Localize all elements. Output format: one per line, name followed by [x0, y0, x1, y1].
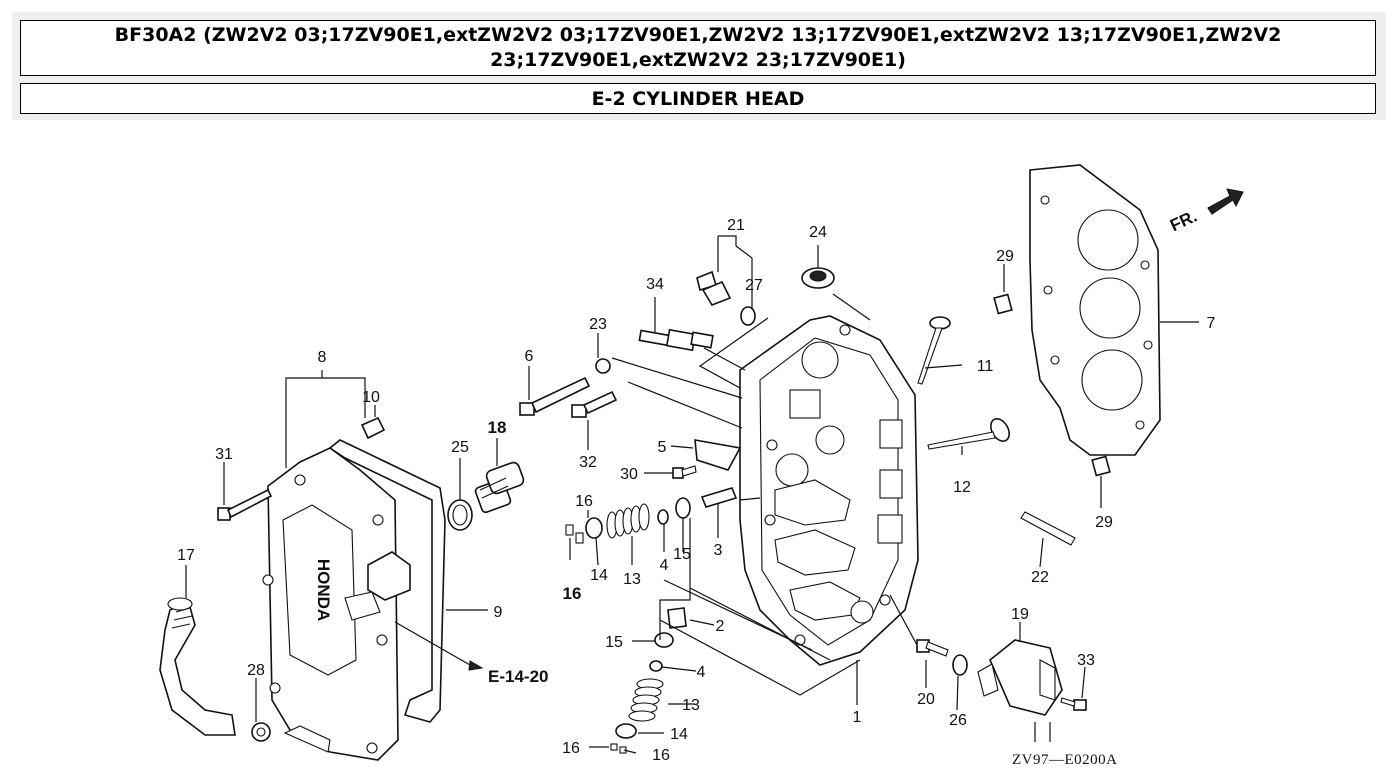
- callout-21: 21: [727, 217, 745, 234]
- housing-gasket: [952, 654, 968, 676]
- exhaust-valve: [927, 418, 1010, 450]
- callout-25: 25: [451, 439, 469, 456]
- callout-20: 20: [917, 691, 935, 708]
- cylinder-head-cover: HONDA: [262, 447, 411, 761]
- callout-10: 10: [362, 389, 380, 406]
- callout-15a: 15: [673, 546, 691, 563]
- tube-clamp: [251, 722, 271, 742]
- front-marker-label: FR.: [1167, 206, 1200, 235]
- cover-plate-bolt: [672, 465, 697, 479]
- sensor-washer: [740, 306, 756, 326]
- callout-14a: 14: [590, 567, 608, 584]
- stem-seal-lower: [654, 632, 674, 648]
- model-title-box: BF30A2 (ZW2V2 03;17ZV90E1,extZW2V2 03;17…: [20, 20, 1376, 76]
- spring-retainer-upper: [585, 517, 603, 539]
- callout-16d: 16: [652, 747, 670, 764]
- cover-bolt: [217, 488, 273, 521]
- valve-spring-upper: [606, 503, 650, 539]
- cylinder-head: [739, 315, 919, 666]
- stem-seal-upper: [675, 497, 691, 519]
- callout-16b: 16: [563, 584, 582, 603]
- callout-16a: 16: [575, 493, 593, 510]
- callout-15b: 15: [605, 634, 623, 651]
- breather-tube: [159, 597, 236, 736]
- reference-label[interactable]: E-14-20: [488, 667, 548, 686]
- flange-bolt-long: [519, 376, 591, 416]
- oil-filler-cap: [474, 461, 525, 514]
- callout-13b: 13: [682, 697, 700, 714]
- callout-26: 26: [949, 712, 967, 729]
- breather-outlet: [283, 725, 331, 753]
- grommet-cap: [360, 416, 386, 440]
- callout-22: 22: [1031, 569, 1049, 586]
- callout-33: 33: [1077, 652, 1095, 669]
- callout-8: 8: [318, 349, 327, 366]
- callout-16c: 16: [562, 740, 580, 757]
- callout-14b: 14: [670, 726, 688, 743]
- callout-27: 27: [745, 277, 763, 294]
- parts-diagram: HONDA: [159, 164, 1244, 768]
- leader-lines: [185, 235, 1199, 754]
- callout-30: 30: [620, 466, 638, 483]
- valve-guide-upper: [700, 487, 738, 508]
- callout-7: 7: [1207, 315, 1216, 332]
- reference-arrow-icon: [468, 660, 484, 671]
- callout-labels: 1 2 3 4 4 5 6 7 8 9 10 11 12 13 13 14 14…: [177, 217, 1215, 764]
- valve-spring-lower: [628, 678, 664, 722]
- callout-18: 18: [488, 418, 507, 437]
- header-panel: BF30A2 (ZW2V2 03;17ZV90E1,extZW2V2 03;17…: [12, 12, 1386, 120]
- callout-2: 2: [716, 618, 725, 635]
- intake-valve: [917, 316, 951, 385]
- callout-29a: 29: [996, 248, 1014, 265]
- temperature-sensor: [696, 270, 732, 306]
- callout-3: 3: [714, 542, 723, 559]
- callout-34: 34: [646, 276, 664, 293]
- section-title: E-2 CYLINDER HEAD: [591, 87, 805, 110]
- valve-seat-upper: [657, 509, 669, 525]
- callout-17: 17: [177, 547, 195, 564]
- section-title-box: E-2 CYLINDER HEAD: [20, 83, 1376, 114]
- callout-24: 24: [809, 224, 827, 241]
- housing-bolt: [916, 639, 949, 657]
- callout-31: 31: [215, 446, 233, 463]
- spring-retainer-lower: [615, 723, 637, 739]
- callout-32: 32: [579, 454, 597, 471]
- callout-4a: 4: [660, 557, 669, 574]
- callout-12: 12: [953, 479, 971, 496]
- dowel-pin-lower: [1091, 455, 1111, 477]
- callout-9: 9: [494, 604, 503, 621]
- valve-cotter-lower: [610, 743, 627, 754]
- thermostat-cover: [977, 639, 1063, 716]
- head-gasket: [1029, 164, 1161, 456]
- callout-6: 6: [525, 348, 534, 365]
- dowel-pin-upper: [993, 293, 1013, 315]
- sealing-washer: [595, 358, 611, 374]
- stud-bolt: [1020, 511, 1076, 546]
- valve-cotter-upper: [565, 524, 584, 544]
- valve-guide-lower: [667, 607, 687, 629]
- model-title: BF30A2 (ZW2V2 03;17ZV90E1,extZW2V2 03;17…: [114, 24, 1282, 71]
- callout-11: 11: [977, 358, 994, 375]
- callout-1: 1: [853, 709, 862, 726]
- callout-19: 19: [1011, 606, 1029, 623]
- callout-23: 23: [589, 316, 607, 333]
- drawing-code: ZV97—E0200A: [1012, 752, 1118, 768]
- callout-4b: 4: [697, 664, 706, 681]
- callout-29b: 29: [1095, 514, 1113, 531]
- spark-plug: [638, 328, 714, 352]
- cover-logo: HONDA: [314, 559, 333, 621]
- callout-13a: 13: [623, 571, 641, 588]
- callout-28: 28: [247, 662, 265, 679]
- valve-seat-lower: [649, 660, 663, 672]
- cover-plate: [694, 439, 742, 471]
- cover-gasket: [328, 439, 446, 723]
- cover-bolt-small: [1060, 697, 1087, 711]
- front-arrow-icon: FR.: [1167, 188, 1244, 235]
- assembly-guide-lines: [611, 293, 918, 696]
- flange-bolt-short: [571, 390, 618, 418]
- callout-5: 5: [658, 439, 667, 456]
